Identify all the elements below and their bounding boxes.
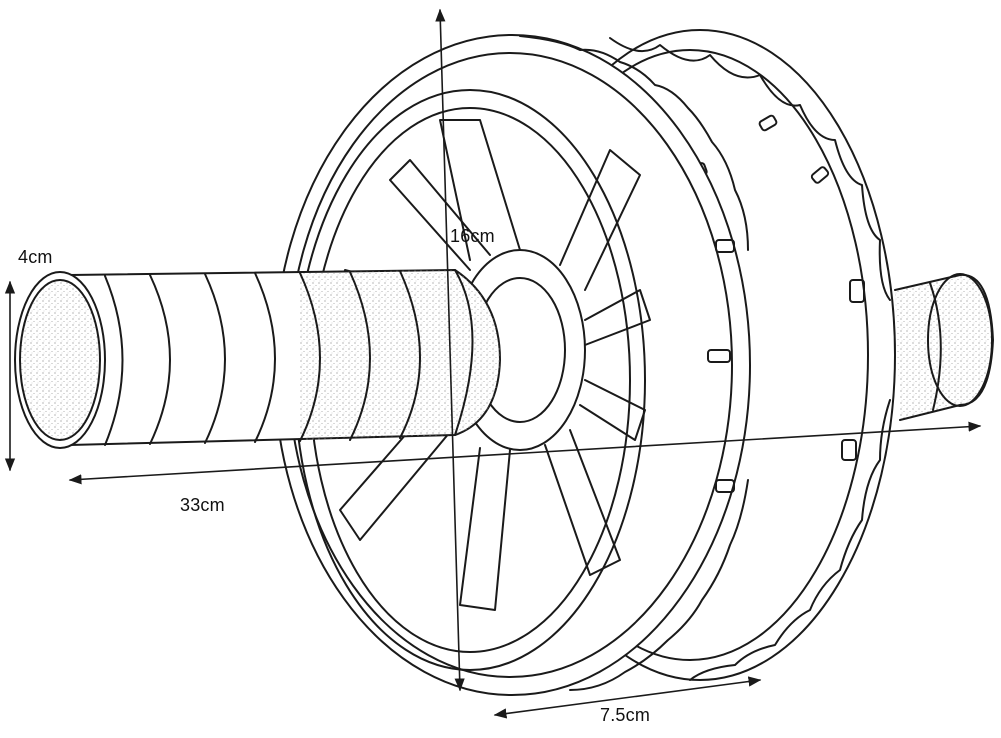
left-handle bbox=[14, 269, 501, 449]
wheel-diameter-line bbox=[435, 8, 465, 692]
wheel-width-line bbox=[493, 676, 762, 719]
wheel-diameter-label: 16cm bbox=[450, 226, 495, 246]
overall-length-label: 33cm bbox=[180, 495, 225, 515]
right-handle bbox=[894, 273, 994, 421]
handle-diameter-label: 4cm bbox=[18, 247, 53, 267]
wheel-width-label: 7.5cm bbox=[600, 705, 651, 725]
dimension-lines bbox=[4, 8, 982, 719]
overall-length-line bbox=[68, 421, 982, 485]
